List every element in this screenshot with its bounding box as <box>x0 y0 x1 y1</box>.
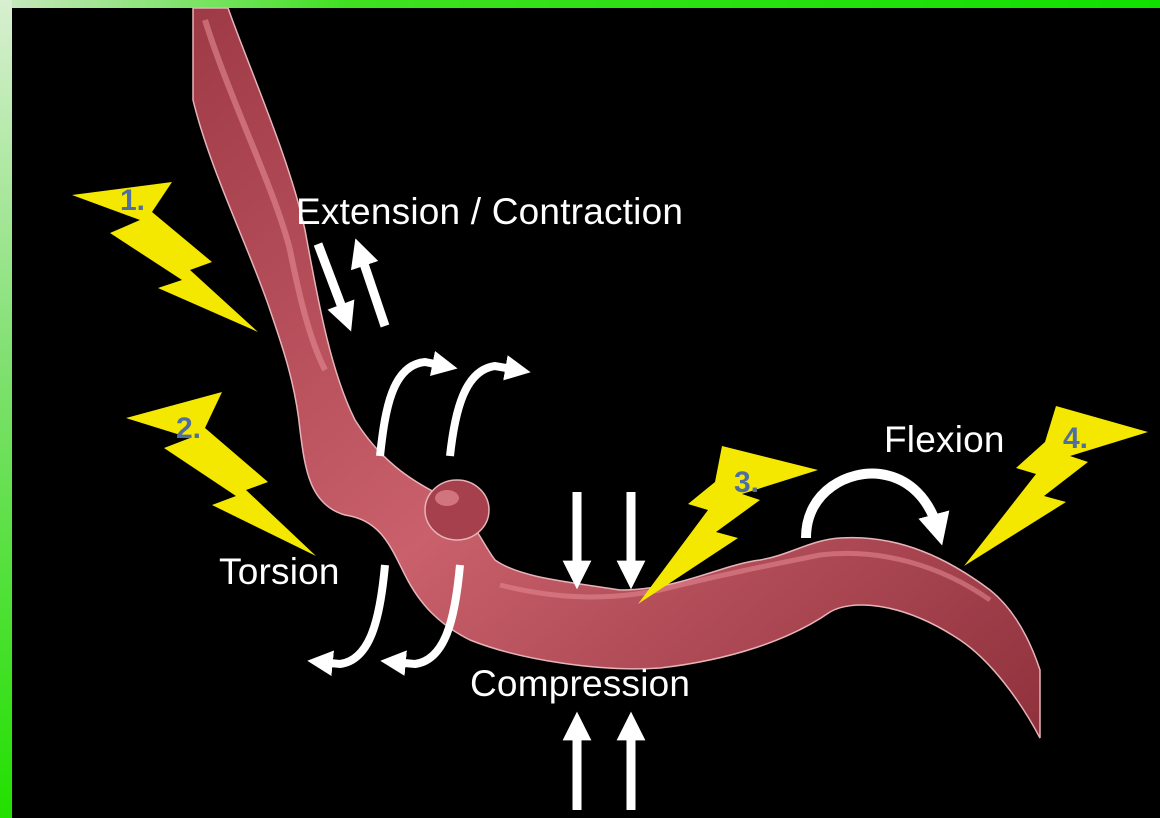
bolt-number-2: 2. <box>176 414 201 444</box>
label-extension-contraction: Extension / Contraction <box>296 193 683 230</box>
lightning-bolt-2-icon <box>126 392 316 556</box>
bolt-number-1: 1. <box>120 186 145 216</box>
label-flexion: Flexion <box>884 421 1005 458</box>
blood-vessel <box>193 8 1040 738</box>
flexion-arrow <box>806 474 938 538</box>
label-torsion: Torsion <box>219 553 340 590</box>
extension-arrows <box>318 244 385 326</box>
bolt-number-4: 4. <box>1063 424 1088 454</box>
torsion-arrows-upper <box>380 362 518 456</box>
compression-arrows-top <box>577 492 631 575</box>
compression-arrows-bottom <box>577 726 631 810</box>
bolt-number-3: 3. <box>734 468 759 498</box>
label-compression: Compression <box>470 665 690 702</box>
